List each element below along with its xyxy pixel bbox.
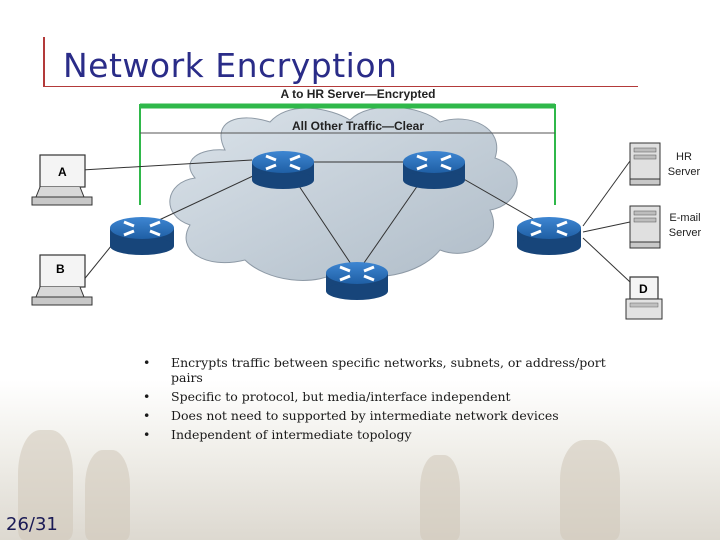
slide-title: Network Encryption <box>63 46 398 85</box>
network-cloud <box>169 106 518 281</box>
background-person <box>560 440 620 540</box>
host-a-terminal: A <box>31 154 93 206</box>
router-icon <box>326 262 388 300</box>
host-b-label: B <box>56 262 65 276</box>
encrypted-path <box>139 103 556 205</box>
hr-server-icon <box>629 142 661 186</box>
router-icon <box>110 217 174 255</box>
email-server-label-line2: Server <box>669 227 702 239</box>
encrypted-path-label: A to HR Server—Encrypted <box>281 87 436 101</box>
bullet-item: Specific to protocol, but media/interfac… <box>143 389 613 404</box>
network-diagram: A to HR Server—Encrypted All Other Traff… <box>31 87 702 320</box>
background-person <box>420 455 460 540</box>
title-rule-horizontal <box>43 86 638 87</box>
host-d-label: D <box>639 282 648 296</box>
bullet-item: Encrypts traffic between specific networ… <box>143 355 613 385</box>
clear-path-label: All Other Traffic—Clear <box>292 119 424 133</box>
host-a-label: A <box>58 165 67 179</box>
title-rule-vertical <box>43 37 45 87</box>
router-icon <box>517 217 581 255</box>
bullet-list: Encrypts traffic between specific networ… <box>143 355 613 446</box>
email-server-label-line1: E-mail <box>669 212 700 224</box>
background-photo <box>0 380 720 540</box>
bullet-item: Independent of intermediate topology <box>143 427 613 442</box>
bullet-item: Does not need to supported by intermedia… <box>143 408 613 423</box>
hr-server-label-line1: HR <box>676 151 692 163</box>
router-icon <box>252 151 314 189</box>
host-b-terminal: B <box>31 254 93 306</box>
router-icon <box>403 151 465 189</box>
email-server-icon <box>629 205 661 249</box>
hr-server-label-line2: Server <box>668 166 701 178</box>
page-number: 26/31 <box>6 514 58 535</box>
background-person <box>85 450 130 540</box>
background-person <box>18 430 73 540</box>
host-d-terminal: D <box>625 276 663 320</box>
